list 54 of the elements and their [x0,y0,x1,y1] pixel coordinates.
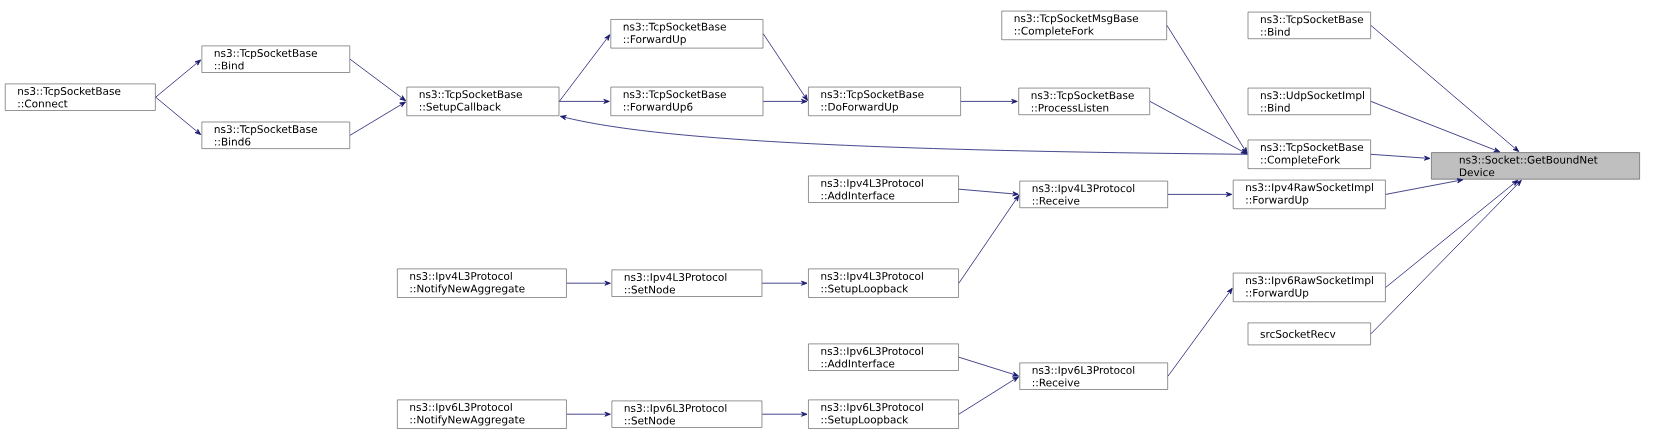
arrow [1149,101,1248,155]
function-box: ns3::Ipv4L3Protocol ::AddInterface [808,175,959,203]
arrow [958,356,1019,377]
function-box: ns3::TcpSocketBase ::DoForwardUp [808,86,961,117]
function-box: srcSocketRecv [1247,322,1371,346]
function-box: ns3::Ipv4L3Protocol ::NotifyNewAggregate [397,268,567,298]
arrow [1370,25,1520,152]
arrow [1370,101,1501,153]
function-box: ns3::Ipv6L3Protocol ::NotifyNewAggregate [397,399,567,429]
function-box: ns3::Ipv4L3Protocol ::SetNode [611,269,763,297]
function-box: ns3::TcpSocketBase ::CompleteFork [1247,139,1371,169]
arrow [1370,179,1522,335]
arrow [960,98,1018,104]
function-box: ns3::TcpSocketBase ::ProcessListen [1018,87,1150,115]
arrow [1167,287,1233,377]
arrow [762,98,808,104]
arrow [155,96,202,135]
function-box: ns3::Ipv6L3Protocol ::Receive [1019,362,1168,390]
arrow [558,34,611,102]
function-box: ns3::TcpSocketBase ::Bind [1247,11,1371,39]
arrow [566,280,611,286]
function-box: ns3::Ipv6L3Protocol ::SetNode [611,400,763,428]
arrow [1167,191,1233,197]
arrow [1370,153,1431,161]
arrow [1385,179,1519,288]
arrow [558,98,610,104]
function-box: ns3::Ipv6L3Protocol ::SetupLoopback [808,399,959,429]
function-box: ns3::Ipv4L3Protocol ::Receive [1019,180,1168,208]
arrow [761,411,808,417]
arrow [349,58,406,102]
arrow [155,59,202,98]
function-box: ns3::Ipv6L3Protocol ::AddInterface [808,343,959,371]
function-box: ns3::UdpSocketImpl ::Bind [1247,87,1371,115]
arrow [566,411,611,417]
function-box: ns3::Ipv4L3Protocol ::SetupLoopback [808,268,959,298]
function-box: ns3::TcpSocketBase ::Connect [4,83,156,111]
arrow [349,101,406,136]
arrow [761,280,808,286]
arrow [958,188,1019,197]
function-box: ns3::TcpSocketBase ::ForwardUp6 [610,86,764,117]
arrow [560,115,1249,155]
arrow [1166,25,1248,154]
arrow [762,33,808,101]
arrow [1385,178,1464,195]
function-box: ns3::TcpSocketBase ::Bind [201,45,351,73]
function-box: ns3::TcpSocketBase ::Bind6 [201,121,351,149]
function-box: ns3::Ipv4RawSocketImpl ::ForwardUp [1232,179,1386,210]
arrow [958,376,1019,415]
function-box: ns3::Socket::GetBoundNet Device [1431,152,1640,180]
function-box: ns3::TcpSocketBase ::SetupCallback [406,86,560,117]
function-box: ns3::TcpSocketBase ::ForwardUp [610,19,764,49]
function-box: ns3::Ipv6RawSocketImpl ::ForwardUp [1232,272,1386,303]
function-box: ns3::TcpSocketMsgBase ::CompleteFork [1001,10,1167,41]
arrow [958,194,1020,284]
